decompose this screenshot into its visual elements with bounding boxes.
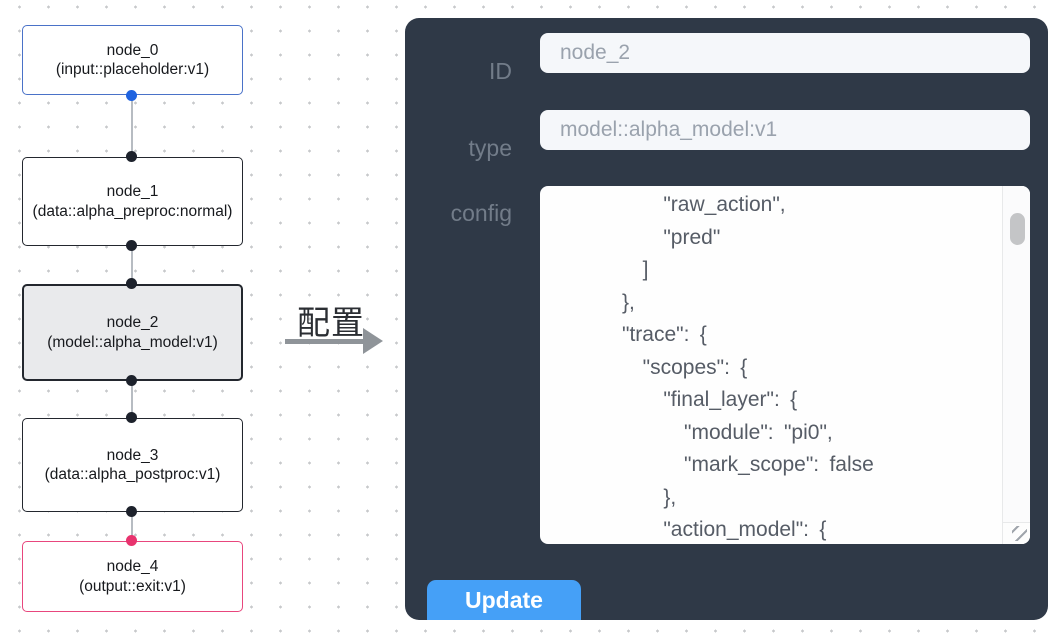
node-title: node_1 — [106, 183, 159, 200]
handle-node2-input[interactable] — [126, 278, 137, 289]
node-type-label: (data::alpha_preproc:normal) — [32, 202, 233, 220]
edge-node1-node2 — [131, 245, 133, 285]
handle-node1-output[interactable] — [126, 240, 137, 251]
node-type-label: (output::exit:v1) — [79, 577, 186, 595]
id-field-label: ID — [489, 58, 512, 84]
node-title: node_0 — [106, 41, 159, 59]
configure-annotation-label: 配置 — [297, 304, 365, 341]
handle-node0-output[interactable] — [126, 90, 137, 101]
node-title: node_4 — [106, 558, 159, 575]
type-field-label: type — [468, 135, 512, 161]
graph-node-node_2-selected[interactable]: node_2 (model::alpha_model:v1) — [22, 284, 243, 381]
node-config-panel: ID type config "raw_action", "pred" ] },… — [405, 18, 1048, 620]
handle-node3-input[interactable] — [126, 412, 137, 423]
node-type-label: (input::placeholder:v1) — [55, 61, 210, 78]
node-type-label: (data::alpha_postproc:v1) — [44, 466, 221, 483]
config-json-text[interactable]: "raw_action", "pred" ] }, "trace": { "sc… — [622, 193, 874, 541]
right-arrow-icon — [285, 328, 383, 354]
graph-node-node_1[interactable]: node_1 (data::alpha_preproc:normal) — [22, 157, 243, 246]
node-type-label: (model::alpha_model:v1) — [47, 333, 218, 351]
graph-node-node_3[interactable]: node_3 (data::alpha_postproc:v1) — [22, 418, 243, 512]
handle-node2-output[interactable] — [126, 375, 137, 386]
handle-node1-input[interactable] — [126, 151, 137, 162]
edge-node0-node1 — [131, 95, 133, 158]
edge-node3-node4 — [131, 511, 133, 542]
graph-node-node_0[interactable]: node_0 (input::placeholder:v1) — [22, 25, 243, 95]
node-title: node_3 — [106, 446, 159, 464]
config-field-label: config — [450, 200, 512, 226]
config-scrollbar-track[interactable] — [1002, 186, 1030, 522]
edge-node2-node3 — [131, 380, 133, 419]
id-input[interactable] — [540, 33, 1030, 73]
handle-node3-output[interactable] — [126, 506, 137, 517]
type-input[interactable] — [540, 110, 1030, 150]
resize-grip-icon[interactable] — [1012, 526, 1027, 541]
config-textarea[interactable]: "raw_action", "pred" ] }, "trace": { "sc… — [540, 186, 1030, 544]
node-title: node_2 — [106, 314, 159, 331]
config-scrollbar-thumb[interactable] — [1010, 213, 1025, 245]
update-button[interactable]: Update — [427, 580, 581, 620]
handle-node4-input[interactable] — [126, 535, 137, 546]
graph-node-node_4[interactable]: node_4 (output::exit:v1) — [22, 541, 243, 612]
config-scrollbar-corner — [1002, 522, 1030, 544]
